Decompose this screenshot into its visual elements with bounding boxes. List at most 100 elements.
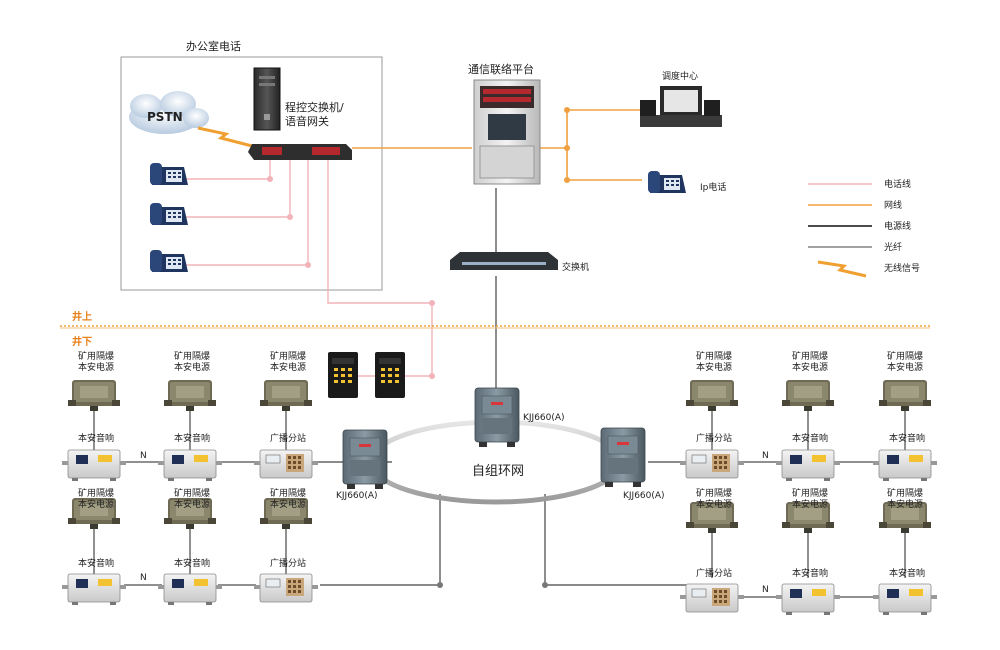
left-power-lines bbox=[93, 410, 287, 586]
ip-phone-label: Ip电话 bbox=[700, 181, 726, 193]
phone-line-joints bbox=[267, 176, 435, 379]
kjj-label-top: KJJ660(A) bbox=[523, 413, 565, 423]
ps-label-l2a: 矿用隔爆 bbox=[174, 350, 210, 362]
ip-phone bbox=[648, 171, 686, 193]
office-phone-1 bbox=[150, 163, 188, 185]
broadcast-station-r2 bbox=[679, 583, 745, 613]
speaker-l4 bbox=[157, 573, 223, 606]
legend bbox=[808, 183, 872, 278]
pstn-label: PSTN bbox=[147, 110, 183, 124]
power-supply-l2 bbox=[164, 380, 216, 411]
network-joints bbox=[564, 107, 570, 183]
dispatch-label: 调度中心 bbox=[662, 70, 698, 82]
kjj-switch-top bbox=[474, 387, 520, 448]
speaker-r2 bbox=[872, 449, 938, 482]
n-label-l2: N bbox=[140, 573, 147, 583]
sp-label-r1: 本安音响 bbox=[792, 432, 828, 444]
pbx-rack bbox=[248, 144, 352, 160]
power-supply-l3 bbox=[260, 380, 312, 411]
legend-label-wireless: 无线信号 bbox=[884, 262, 920, 274]
phone-lines bbox=[185, 160, 433, 377]
power-supply-r1 bbox=[686, 380, 738, 411]
legend-swatch-wireless bbox=[817, 260, 867, 278]
ps-label-r4b: 本安电源 bbox=[696, 498, 732, 510]
ps-label-r1a: 矿用隔爆 bbox=[696, 350, 732, 362]
ps-label-r3b: 本安电源 bbox=[887, 361, 923, 373]
ps-label-l5b: 本安电源 bbox=[174, 498, 210, 510]
sp-label-r3: 本安音响 bbox=[792, 567, 828, 579]
legend-label-fiber: 光纤 bbox=[884, 241, 902, 253]
office-border bbox=[120, 56, 383, 291]
bs-label-l2: 广播分站 bbox=[270, 557, 306, 569]
ps-label-r6a: 矿用隔爆 bbox=[887, 487, 923, 499]
mine-phone-2 bbox=[375, 352, 405, 398]
speaker-r4 bbox=[872, 583, 938, 616]
switch-label: 交换机 bbox=[562, 261, 589, 273]
ps-label-r2b: 本安电源 bbox=[792, 361, 828, 373]
ps-label-l1a: 矿用隔爆 bbox=[78, 350, 114, 362]
power-supply-r2 bbox=[782, 380, 834, 411]
ps-label-l3a: 矿用隔爆 bbox=[270, 350, 306, 362]
pbx-label-2: 语音网关 bbox=[285, 114, 329, 128]
sp-label-l2: 本安音响 bbox=[174, 432, 210, 444]
zone-up-label: 井上 bbox=[72, 310, 92, 323]
ps-label-l4b: 本安电源 bbox=[78, 498, 114, 510]
ps-label-r6b: 本安电源 bbox=[887, 498, 923, 510]
bs-label-l1: 广播分站 bbox=[270, 432, 306, 444]
kjj-label-right: KJJ660(A) bbox=[623, 491, 665, 501]
legend-label-network: 网线 bbox=[884, 199, 902, 211]
speaker-r1 bbox=[775, 449, 841, 482]
broadcast-station-l1 bbox=[253, 449, 319, 479]
ps-label-r2a: 矿用隔爆 bbox=[792, 350, 828, 362]
fiber-joints bbox=[437, 582, 548, 588]
ps-label-l6a: 矿用隔爆 bbox=[270, 487, 306, 499]
sp-label-l4: 本安音响 bbox=[174, 557, 210, 569]
power-supply-l1 bbox=[68, 380, 120, 411]
speaker-l3 bbox=[61, 573, 127, 606]
wireless-signal-pstn bbox=[197, 126, 253, 148]
dispatch-center bbox=[640, 86, 722, 127]
bs-label-r1: 广播分站 bbox=[696, 432, 732, 444]
n-label-l1: N bbox=[140, 451, 147, 461]
sp-label-r4: 本安音响 bbox=[889, 567, 925, 579]
ps-label-r5a: 矿用隔爆 bbox=[792, 487, 828, 499]
switch-device bbox=[450, 252, 558, 270]
speaker-l1 bbox=[61, 449, 127, 482]
ps-label-l2b: 本安电源 bbox=[174, 361, 210, 373]
ps-label-l4a: 矿用隔爆 bbox=[78, 487, 114, 499]
platform-cabinet bbox=[473, 79, 541, 185]
pbx-label-1: 程控交换机/ bbox=[285, 100, 344, 114]
ps-label-l3b: 本安电源 bbox=[270, 361, 306, 373]
office-phone-3 bbox=[150, 250, 188, 272]
sp-label-l1: 本安音响 bbox=[78, 432, 114, 444]
n-label-r2: N bbox=[762, 585, 769, 595]
ps-label-r1b: 本安电源 bbox=[696, 361, 732, 373]
right-power-lines bbox=[711, 410, 906, 598]
ps-label-l1b: 本安电源 bbox=[78, 361, 114, 373]
ps-label-r3a: 矿用隔爆 bbox=[887, 350, 923, 362]
mine-phone-1 bbox=[328, 352, 358, 398]
kjj-switch-right bbox=[600, 427, 646, 488]
broadcast-station-l2 bbox=[253, 573, 319, 603]
pstn-cloud bbox=[129, 91, 209, 134]
ps-label-l5a: 矿用隔爆 bbox=[174, 487, 210, 499]
legend-label-power: 电源线 bbox=[884, 220, 911, 232]
bs-label-r2: 广播分站 bbox=[696, 567, 732, 579]
platform-label: 通信联络平台 bbox=[468, 62, 534, 76]
ring-label: 自组环网 bbox=[472, 464, 524, 479]
kjj-label-left: KJJ660(A) bbox=[336, 491, 378, 501]
office-phone-2 bbox=[150, 203, 188, 225]
ps-label-r4a: 矿用隔爆 bbox=[696, 487, 732, 499]
pbx-tower bbox=[253, 67, 281, 131]
office-title: 办公室电话 bbox=[186, 39, 241, 53]
broadcast-station-r1 bbox=[679, 449, 745, 479]
power-supply-r3 bbox=[879, 380, 931, 411]
sp-label-l3: 本安音响 bbox=[78, 557, 114, 569]
speaker-l2 bbox=[157, 449, 223, 482]
sp-label-r2: 本安音响 bbox=[889, 432, 925, 444]
fiber-lines bbox=[318, 188, 690, 586]
ps-label-l6b: 本安电源 bbox=[270, 498, 306, 510]
zone-down-label: 井下 bbox=[72, 335, 92, 348]
